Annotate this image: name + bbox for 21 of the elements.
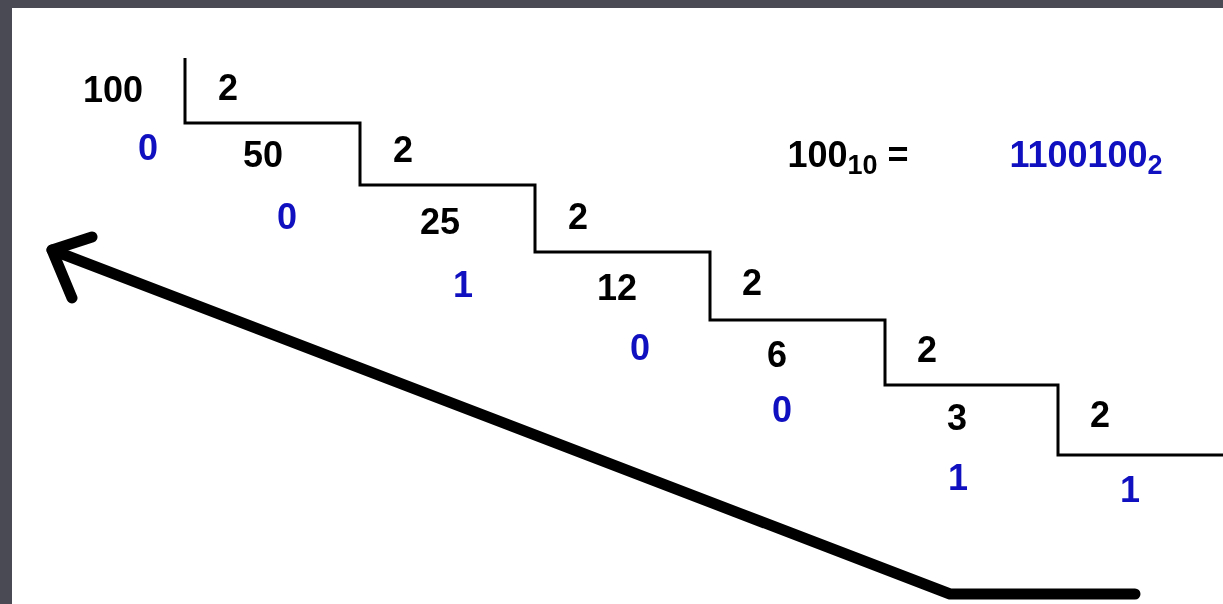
remainder: 0 [277, 199, 297, 235]
remainder: 1 [1120, 472, 1140, 508]
remainder: 1 [948, 460, 968, 496]
remainder: 0 [772, 392, 792, 428]
remainder: 0 [630, 330, 650, 366]
quotient: 25 [420, 204, 460, 240]
divisor: 2 [218, 70, 238, 106]
divisor: 2 [1090, 397, 1110, 433]
equation-right: 1100100$_{2}$ [1009, 137, 1163, 173]
divisor: 2 [393, 132, 413, 168]
divisor: 2 [917, 332, 937, 368]
remainder: 0 [138, 130, 158, 166]
quotient: 3 [947, 400, 967, 436]
quotient: 6 [767, 337, 787, 373]
divisor: 2 [568, 199, 588, 235]
remainder: 1 [453, 267, 473, 303]
quotient: 50 [243, 137, 283, 173]
quotient: 12 [597, 270, 637, 306]
equation-left: 100$_{10}$ = [787, 137, 909, 173]
dividend: 100 [82, 72, 144, 108]
divisor: 2 [742, 265, 762, 301]
